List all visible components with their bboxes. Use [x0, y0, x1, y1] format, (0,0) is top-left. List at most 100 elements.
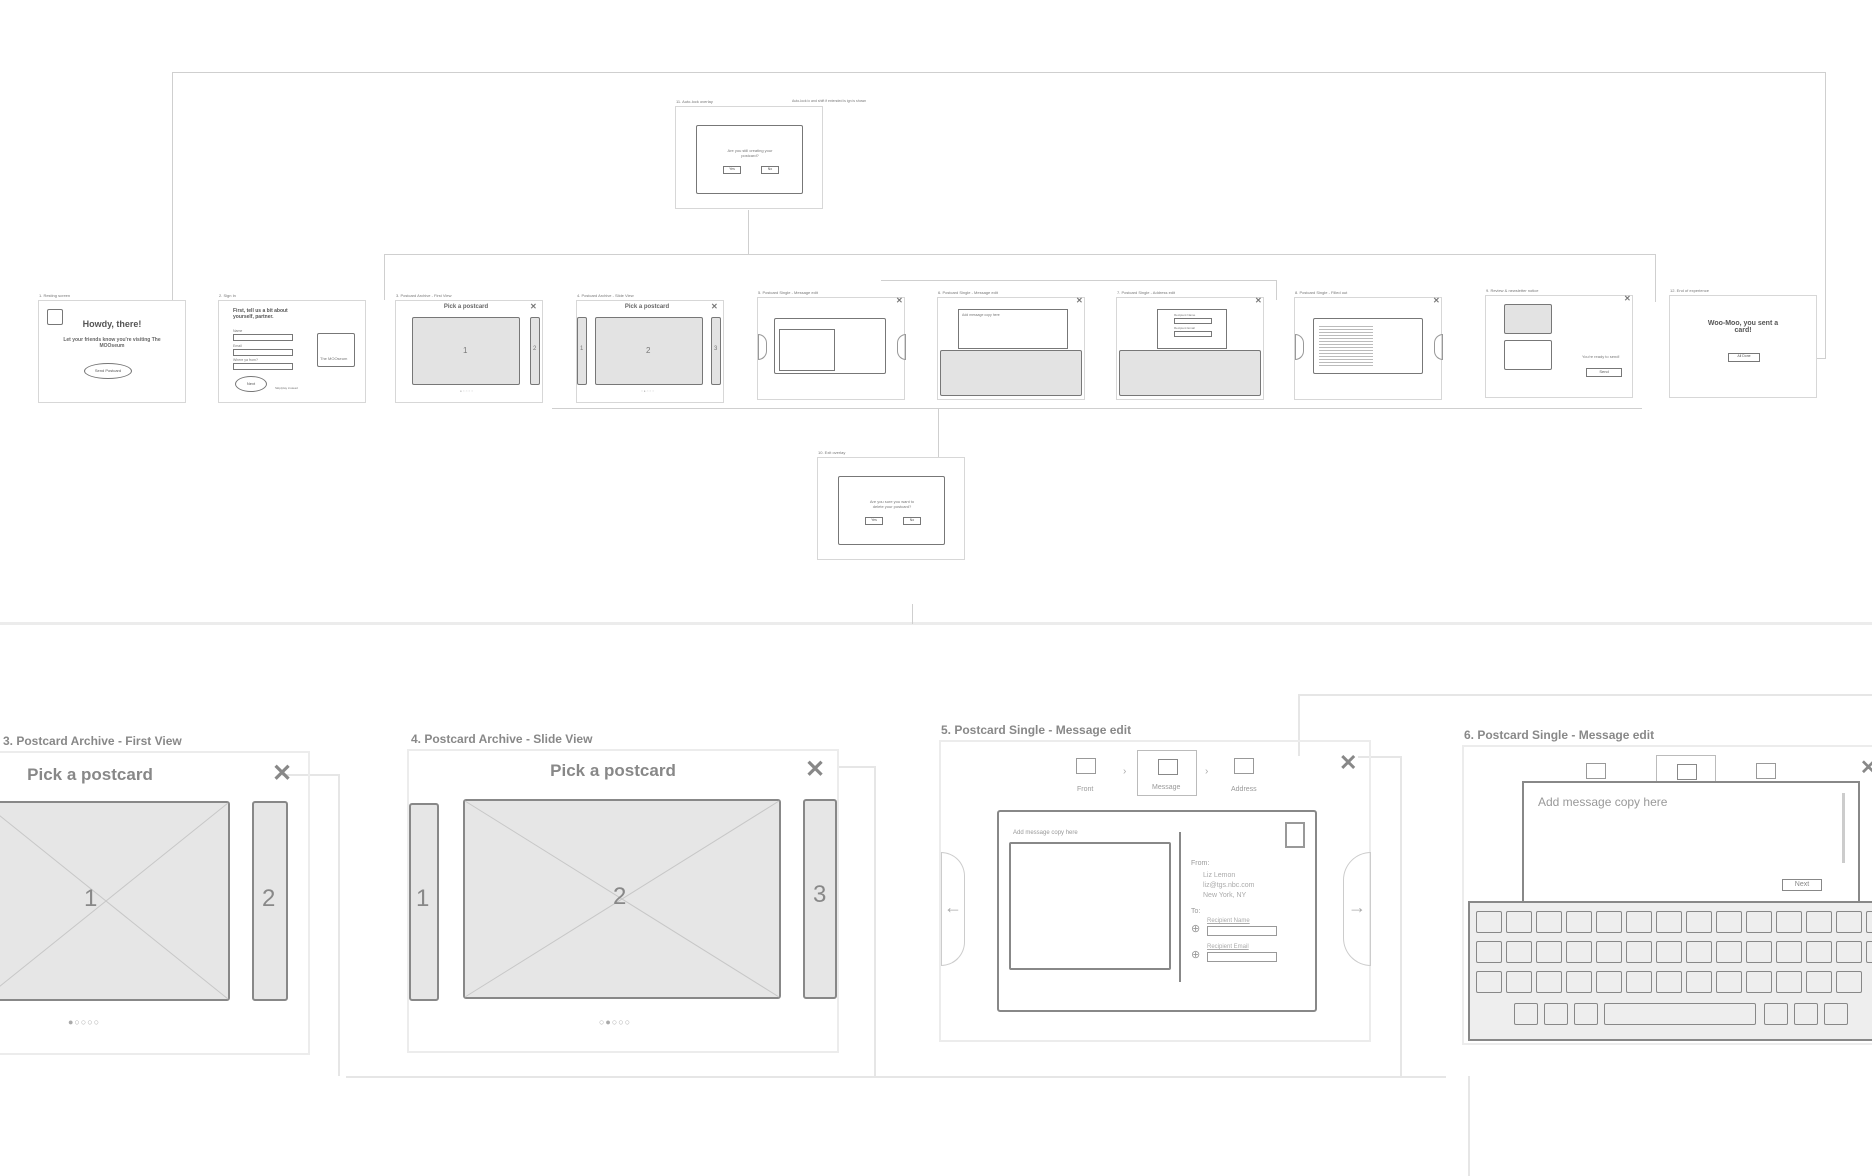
postcard-next[interactable]: 3: [803, 799, 837, 999]
scrollbar[interactable]: [1842, 793, 1845, 863]
keyboard-key[interactable]: [1506, 911, 1532, 933]
keyboard-key[interactable]: [1686, 941, 1712, 963]
postcard-next[interactable]: 3: [711, 317, 721, 385]
front-step-icon[interactable]: [1586, 763, 1606, 779]
postcard-placeholder[interactable]: 1: [0, 801, 230, 1001]
close-icon[interactable]: ✕: [1339, 750, 1358, 775]
front-step-icon[interactable]: [1076, 758, 1096, 774]
keyboard-key[interactable]: [1596, 971, 1622, 993]
keyboard-key[interactable]: [1626, 911, 1652, 933]
keyboard-key[interactable]: [1836, 911, 1862, 933]
keyboard-key[interactable]: [1596, 941, 1622, 963]
keyboard-key[interactable]: [1746, 971, 1772, 993]
close-icon[interactable]: ✕: [1860, 757, 1872, 779]
close-icon[interactable]: ✕: [1624, 294, 1631, 303]
overlay-yes-button[interactable]: Yes: [723, 166, 741, 174]
email-field[interactable]: [233, 349, 293, 356]
message-field[interactable]: Add message copy here Next: [1522, 781, 1860, 905]
keyboard-key[interactable]: [1536, 941, 1562, 963]
name-field[interactable]: [233, 334, 293, 341]
keyboard-key[interactable]: [1476, 971, 1502, 993]
keyboard-key[interactable]: [1794, 1003, 1818, 1025]
keyboard[interactable]: [1468, 901, 1872, 1041]
postcard-prev[interactable]: 1: [577, 317, 587, 385]
keyboard-key[interactable]: [1806, 911, 1832, 933]
message-field[interactable]: [1009, 842, 1171, 970]
keyboard-key[interactable]: [1776, 911, 1802, 933]
keyboard-key[interactable]: [1824, 1003, 1848, 1025]
postcard-placeholder[interactable]: 2: [463, 799, 781, 999]
skip-link[interactable]: Skip/play instead: [275, 386, 298, 390]
close-icon[interactable]: ✕: [1433, 296, 1440, 305]
recipient-name-field[interactable]: [1174, 318, 1212, 324]
keyboard-key[interactable]: [1566, 911, 1592, 933]
keyboard-key[interactable]: [1566, 971, 1592, 993]
keyboard-key[interactable]: [1746, 911, 1772, 933]
keyboard-key[interactable]: [1656, 911, 1682, 933]
pagination-dots[interactable]: ●○○○○: [68, 1017, 101, 1027]
keyboard-key[interactable]: [1566, 941, 1592, 963]
keyboard-key[interactable]: [1656, 941, 1682, 963]
keyboard[interactable]: [1119, 350, 1261, 396]
keyboard-key[interactable]: [1836, 971, 1862, 993]
pagination-dots[interactable]: ○●○○○: [641, 389, 656, 393]
keyboard-key[interactable]: [1626, 941, 1652, 963]
next-button[interactable]: Next: [1782, 879, 1822, 891]
keyboard-key[interactable]: [1806, 971, 1832, 993]
keyboard-key[interactable]: [1626, 971, 1652, 993]
close-icon[interactable]: ✕: [896, 296, 903, 305]
overlay-yes-button[interactable]: Yes: [865, 517, 883, 525]
next-button[interactable]: Next: [235, 376, 267, 392]
pagination-dots[interactable]: ○●○○○: [599, 1017, 632, 1027]
keyboard-key[interactable]: [1716, 911, 1742, 933]
keyboard-key[interactable]: [1506, 941, 1532, 963]
all-done-button[interactable]: All Done: [1728, 353, 1760, 362]
keyboard-key[interactable]: [1866, 941, 1872, 963]
pagination-dots[interactable]: ●○○○○: [460, 389, 475, 393]
spacebar-key[interactable]: [1604, 1003, 1756, 1025]
where-field[interactable]: [233, 363, 293, 370]
keyboard-key[interactable]: [1836, 941, 1862, 963]
add-recipient-icon[interactable]: ⊕: [1191, 923, 1201, 935]
overlay-no-button[interactable]: No: [761, 166, 779, 174]
prev-arrow-icon[interactable]: [1295, 334, 1304, 360]
close-icon[interactable]: ✕: [711, 302, 718, 311]
postcard-placeholder[interactable]: 2: [595, 317, 703, 385]
overlay-no-button[interactable]: No: [903, 517, 921, 525]
keyboard-key[interactable]: [1506, 971, 1532, 993]
next-arrow-icon[interactable]: [897, 334, 906, 360]
close-icon[interactable]: ✕: [272, 760, 293, 787]
keyboard-key[interactable]: [1866, 911, 1872, 933]
keyboard-key[interactable]: [1686, 911, 1712, 933]
keyboard-key[interactable]: [1514, 1003, 1538, 1025]
next-arrow-icon[interactable]: [1434, 334, 1443, 360]
keyboard-key[interactable]: [1716, 971, 1742, 993]
keyboard-key[interactable]: [1536, 971, 1562, 993]
address-step-icon[interactable]: [1234, 758, 1254, 774]
message-area[interactable]: [779, 329, 835, 371]
address-step-icon[interactable]: [1756, 763, 1776, 779]
prev-arrow-icon[interactable]: [758, 334, 767, 360]
keyboard-key[interactable]: [1776, 941, 1802, 963]
add-email-icon[interactable]: ⊕: [1191, 949, 1201, 961]
recipient-email-field[interactable]: [1207, 952, 1277, 962]
send-postcard-button[interactable]: Send Postcard: [84, 363, 132, 379]
message-field[interactable]: Add message copy here: [958, 309, 1068, 349]
keyboard-key[interactable]: [1806, 941, 1832, 963]
keyboard-key[interactable]: [1544, 1003, 1568, 1025]
keyboard-key[interactable]: [1536, 911, 1562, 933]
postcard-peek[interactable]: 2: [530, 317, 540, 385]
send-button[interactable]: Send: [1586, 368, 1622, 377]
keyboard-key[interactable]: [1574, 1003, 1598, 1025]
keyboard-key[interactable]: [1746, 941, 1772, 963]
keyboard-key[interactable]: [1686, 971, 1712, 993]
keyboard-key[interactable]: [1596, 911, 1622, 933]
tab-message[interactable]: Message: [1137, 750, 1197, 796]
prev-arrow-button[interactable]: ←: [941, 852, 965, 966]
close-icon[interactable]: ✕: [805, 756, 826, 783]
keyboard-key[interactable]: [1776, 971, 1802, 993]
close-icon[interactable]: ✕: [1076, 296, 1083, 305]
postcard-prev[interactable]: 1: [409, 803, 439, 1001]
close-icon[interactable]: ✕: [530, 302, 537, 311]
postcard-peek[interactable]: 2: [252, 801, 288, 1001]
